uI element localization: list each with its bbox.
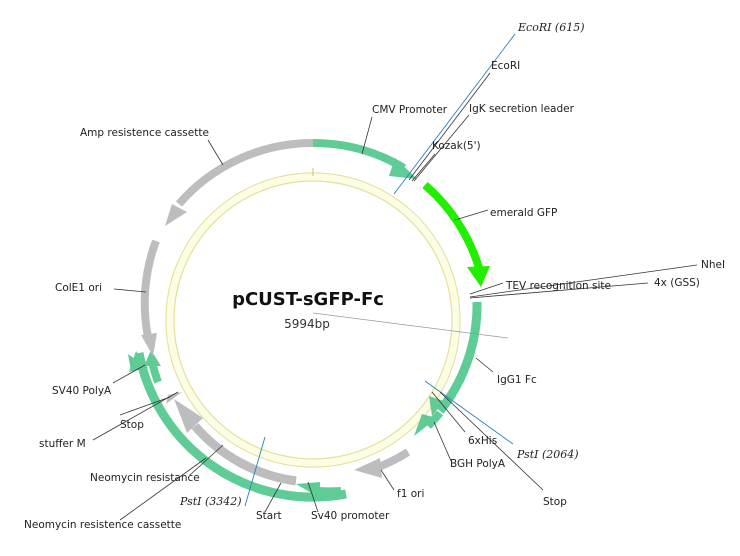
leader-ecori-site	[393, 33, 516, 195]
leader-stuffer	[92, 391, 179, 441]
feature-igg1-fc[interactable]	[436, 301, 482, 414]
feature-f1-ori[interactable]	[374, 448, 411, 472]
arrow-sv40-polya	[144, 350, 161, 366]
label-igg1: IgG1 Fc	[497, 374, 537, 386]
label-psti-left: PstI (3342)	[179, 495, 242, 508]
arrow-cmv-promoter	[389, 158, 417, 179]
label-ecori-site: EcoRI (615)	[517, 21, 585, 34]
leader-tev	[469, 282, 504, 295]
label-psti-right: PstI (2064)	[516, 448, 579, 461]
arrow-amp-cassette	[165, 204, 187, 226]
leader-start	[264, 482, 282, 513]
label-f1: f1 ori	[397, 488, 424, 500]
backbone-ring-inner	[173, 180, 453, 460]
feature-neomycin-cassette[interactable]	[134, 352, 347, 502]
leader-sv40prom	[307, 481, 319, 513]
leader-bgh	[433, 421, 452, 462]
feature-cole1-ori[interactable]	[140, 239, 160, 338]
feature-cmv-promoter[interactable]	[312, 138, 407, 172]
arrow-cole1-ori	[141, 333, 157, 356]
label-stop-right: Stop	[543, 496, 567, 508]
arrow-f1-ori	[354, 458, 382, 478]
leader-egfp	[454, 209, 489, 221]
label-his: 6xHis	[468, 435, 497, 447]
plasmid-name: pCUST-sGFP-Fc	[232, 289, 384, 310]
arrow-neomycin-cassette-head	[129, 351, 148, 372]
feature-amp-cassette[interactable]	[175, 138, 314, 207]
label-stop-left: Stop	[120, 419, 144, 431]
leader-neo	[189, 444, 224, 476]
leader-sv40polya	[112, 364, 146, 384]
leader-stop-right	[439, 391, 544, 491]
label-amp: Amp resistence cassette	[80, 127, 209, 139]
label-tev: TEV recognition site	[505, 280, 611, 292]
leader-kozak	[411, 153, 436, 182]
label-start: Start	[256, 510, 282, 522]
leader-gss	[469, 282, 649, 299]
leader-psti-left	[244, 436, 266, 507]
label-sv40polya: SV40 PolyA	[52, 385, 112, 397]
leader-psti-right	[424, 380, 514, 445]
leader-lines	[92, 33, 698, 521]
feature-emerald-gfp[interactable]	[422, 181, 483, 270]
arrow-igg1-fc	[429, 396, 444, 416]
label-sv40prom: Sv40 promoter	[311, 510, 390, 522]
leader-igk	[413, 114, 470, 182]
leader-nhei	[469, 264, 698, 298]
label-bgh: BGH PolyA	[450, 458, 506, 470]
leader-amp	[207, 139, 224, 166]
label-cole1: ColE1 ori	[55, 282, 102, 294]
arrow-emerald-gfp	[467, 266, 490, 287]
label-gss: 4x (GSS)	[654, 277, 700, 289]
arrow-bgh-polya	[414, 414, 437, 436]
arrow-stuffer	[166, 392, 182, 404]
label-stuffer: stuffer M	[39, 438, 86, 450]
arrow-neomycin-resistance	[174, 399, 203, 433]
label-ecori: EcoRI	[491, 60, 520, 72]
label-kozak: Kozak(5')	[432, 140, 481, 152]
label-cmv: CMV Promoter	[372, 104, 448, 116]
leader-center	[312, 312, 509, 339]
leader-igg1	[475, 357, 494, 373]
label-egfp: emerald GFP	[490, 207, 557, 219]
plasmid-size: 5994bp	[284, 317, 330, 331]
leader-cole1	[113, 288, 147, 293]
leader-f1	[380, 469, 395, 491]
leader-cmv	[361, 116, 373, 155]
leader-stop-left	[119, 396, 171, 416]
leader-neo-cassette	[119, 457, 207, 521]
label-neo-cassette: Neomycin resistence cassette	[24, 519, 181, 531]
label-igk: IgK secretion leader	[469, 103, 575, 115]
label-nhei: NheI	[701, 259, 725, 271]
label-neo: Neomycin resistance	[90, 472, 200, 484]
feature-neomycin-resistance[interactable]	[191, 423, 297, 486]
feature-arcs	[128, 138, 490, 502]
leader-his	[431, 391, 466, 433]
leader-ecori	[408, 72, 491, 181]
backbone-ring-band	[166, 173, 460, 467]
